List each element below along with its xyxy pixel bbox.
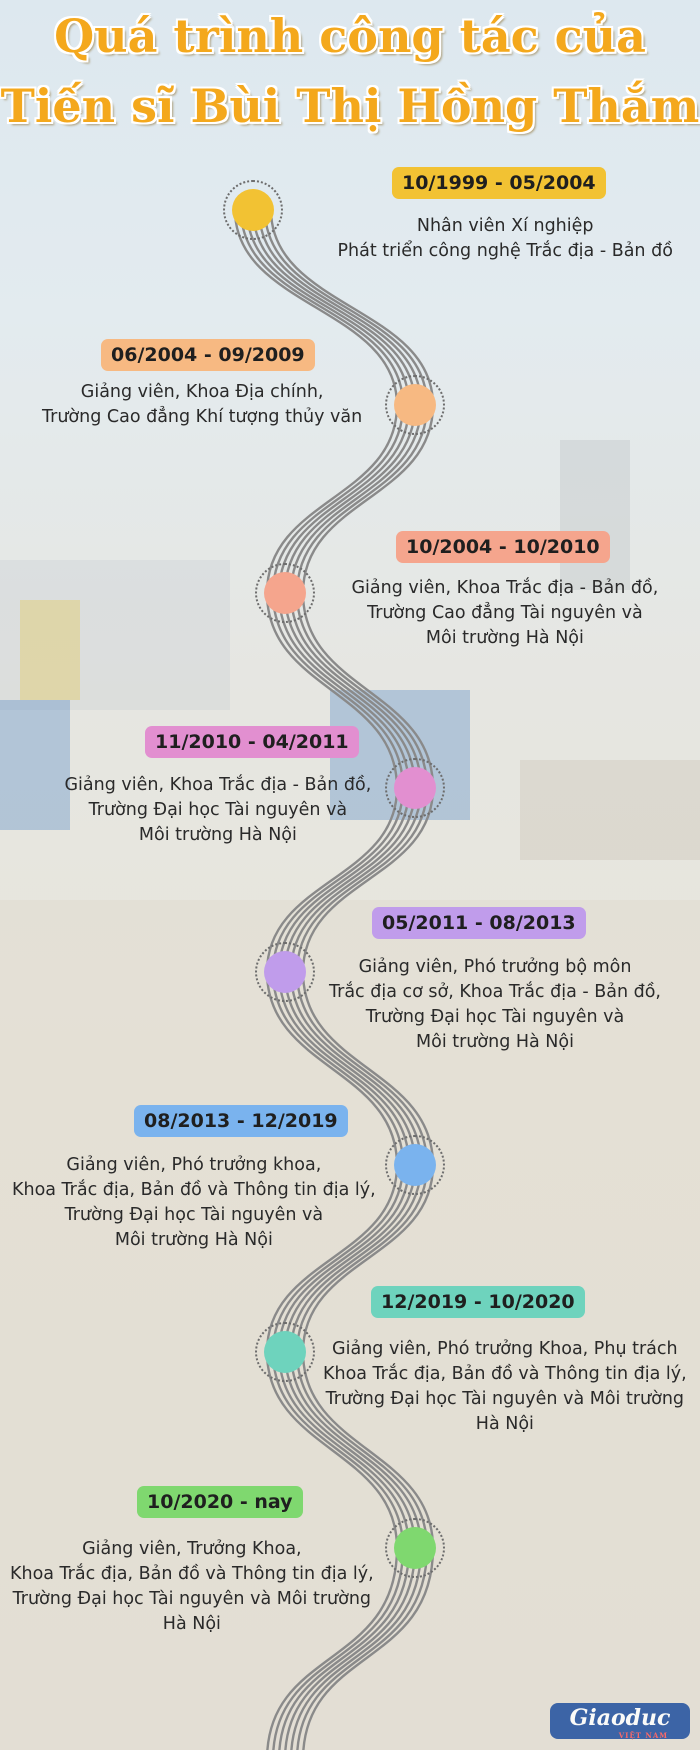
- timeline-date-badge: 05/2011 - 08/2013: [372, 907, 586, 939]
- description-line: Trường Đại học Tài nguyên và: [365, 1007, 625, 1027]
- timeline-description: Giảng viên, Khoa Trắc địa - Bản đồ, Trườn…: [352, 576, 659, 651]
- timeline-description: Giảng viên, Khoa Địa chính, Trường Cao đẳ…: [42, 380, 362, 430]
- timeline-node: [255, 563, 315, 623]
- description-line: Nhân viên Xí nghiệp: [416, 216, 594, 236]
- timeline-node: [223, 180, 283, 240]
- timeline-node: [385, 758, 445, 818]
- timeline-node: [255, 1322, 315, 1382]
- timeline-node: [385, 375, 445, 435]
- description-line: Giảng viên, Khoa Trắc địa - Bản đồ,: [351, 578, 659, 598]
- description-line: Trường Cao đẳng Tài nguyên và: [367, 603, 643, 623]
- timeline-date-badge: 06/2004 - 09/2009: [101, 339, 315, 371]
- timeline-description: Giảng viên, Phó trưởng khoa, Khoa Trắc đị…: [12, 1153, 376, 1253]
- giaoduc-logo: Giaoduc VIỆT NAM: [550, 1703, 690, 1740]
- description-line: Khoa Trắc địa, Bản đồ và Thông tin địa l…: [10, 1564, 374, 1584]
- description-line: Giảng viên, Phó trưởng Khoa, Phụ trách: [332, 1339, 678, 1359]
- description-line: Trường Đại học Tài nguyên và Môi trường: [12, 1589, 372, 1609]
- description-line: Môi trường Hà Nội: [138, 825, 297, 845]
- timeline-date-badge: 08/2013 - 12/2019: [134, 1105, 348, 1137]
- description-line: Trường Cao đẳng Khí tượng thủy văn: [42, 407, 363, 427]
- description-line: Giảng viên, Khoa Trắc địa - Bản đồ,: [64, 775, 372, 795]
- description-line: Môi trường Hà Nội: [425, 628, 584, 648]
- timeline-node: [385, 1518, 445, 1578]
- description-line: Môi trường Hà Nội: [114, 1230, 273, 1250]
- description-line: Giảng viên, Khoa Địa chính,: [80, 382, 324, 402]
- description-line: Hà Nội: [475, 1414, 534, 1434]
- description-line: Trường Đại học Tài nguyên và: [64, 1205, 324, 1225]
- timeline-node: [255, 942, 315, 1002]
- timeline-dot: [264, 1331, 306, 1373]
- page-title-line-1: Quá trình công tác của: [54, 9, 646, 63]
- description-line: Giảng viên, Trưởng Khoa,: [82, 1539, 302, 1559]
- description-line: Khoa Trắc địa, Bản đồ và Thông tin địa l…: [323, 1364, 687, 1384]
- timeline-date-badge: 12/2019 - 10/2020: [371, 1286, 585, 1318]
- timeline-date-badge: 10/2004 - 10/2010: [396, 531, 610, 563]
- timeline-node: [385, 1135, 445, 1195]
- timeline-date-badge: 11/2010 - 04/2011: [145, 726, 359, 758]
- timeline-dot: [264, 572, 306, 614]
- description-line: Trường Đại học Tài nguyên và Môi trường: [325, 1389, 685, 1409]
- description-line: Trắc địa cơ sở, Khoa Trắc địa - Bản đồ,: [329, 982, 661, 1002]
- timeline-date-badge: 10/2020 - nay: [137, 1486, 303, 1518]
- description-line: Hà Nội: [162, 1614, 221, 1634]
- timeline-description: Giảng viên, Khoa Trắc địa - Bản đồ, Trườn…: [65, 773, 372, 848]
- timeline-dot: [232, 189, 274, 231]
- timeline-dot: [394, 1527, 436, 1569]
- description-line: Môi trường Hà Nội: [416, 1032, 574, 1052]
- timeline-dot: [264, 951, 306, 993]
- description-line: Phát triển công nghệ Trắc địa - Bản đồ: [337, 241, 673, 261]
- description-line: Trường Đại học Tài nguyên và: [88, 800, 348, 820]
- description-line: Giảng viên, Phó trưởng khoa,: [66, 1155, 322, 1175]
- timeline-description: Giảng viên, Trưởng Khoa, Khoa Trắc địa, B…: [10, 1537, 374, 1637]
- timeline-dot: [394, 1144, 436, 1186]
- page-title-line-2: Tiến sĩ Bùi Thị Hồng Thắm: [0, 79, 700, 133]
- timeline-dot: [394, 767, 436, 809]
- description-line: Khoa Trắc địa, Bản đồ và Thông tin địa l…: [12, 1180, 376, 1200]
- description-line: Giảng viên, Phó trưởng bộ môn: [358, 957, 632, 977]
- timeline-dot: [394, 384, 436, 426]
- timeline-date-badge: 10/1999 - 05/2004: [392, 167, 606, 199]
